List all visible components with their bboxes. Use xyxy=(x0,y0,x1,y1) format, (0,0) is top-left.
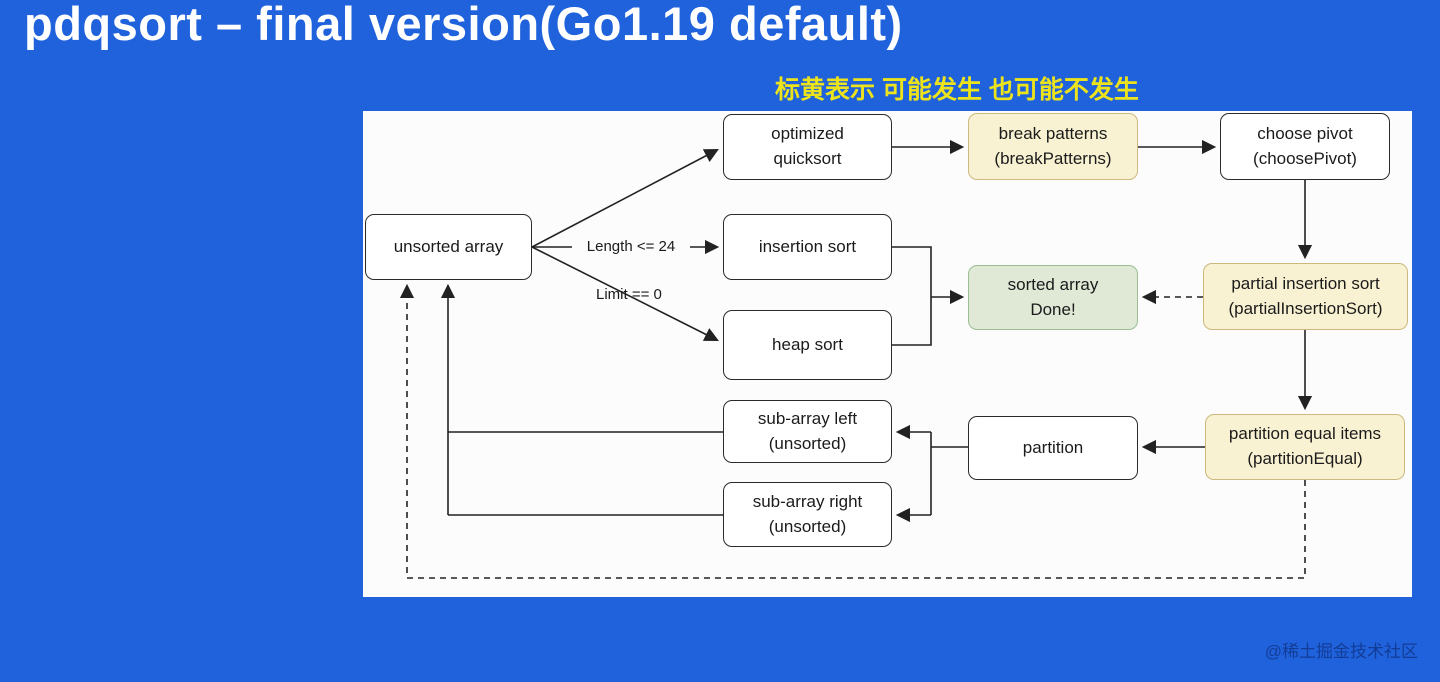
watermark: @稀土掘金技术社区 xyxy=(1264,642,1418,661)
node-sublabel: (partitionEqual) xyxy=(1247,449,1363,468)
node-sub-array-left: sub-array left (unsorted) xyxy=(723,400,892,463)
node-sublabel: (partialInsertionSort) xyxy=(1228,298,1383,318)
flowchart-connectors xyxy=(399,139,1313,579)
node-choose-pivot: choose pivot (choosePivot) xyxy=(1220,113,1390,180)
node-label: choose pivot xyxy=(1257,123,1353,143)
node-optimized-quicksort: optimized quicksort xyxy=(723,114,892,180)
node-label: sub-array right xyxy=(752,491,863,511)
node-label: sub-array left xyxy=(757,408,858,428)
node-label: partition xyxy=(1022,437,1084,457)
edge-label-limit-condition: Limit == 0 xyxy=(596,286,662,303)
node-label: partial insertion sort xyxy=(1231,273,1380,293)
node-sublabel: (unsorted) xyxy=(768,516,847,536)
node-partial-insertion-sort: partial insertion sort (partialInsertion… xyxy=(1203,263,1408,330)
node-sublabel: (unsorted) xyxy=(768,433,847,453)
node-label: insertion sort xyxy=(758,236,857,256)
node-label: partition equal items xyxy=(1228,424,1382,444)
node-label: unsorted array xyxy=(393,236,504,256)
node-partition: partition xyxy=(968,416,1138,480)
node-label: sorted array xyxy=(1007,274,1099,294)
node-sub-array-right: sub-array right (unsorted) xyxy=(723,482,892,547)
node-insertion-sort: insertion sort xyxy=(723,214,892,280)
highlight-legend-note: 标黄表示 可能发生 也可能不发生 xyxy=(775,76,1139,104)
node-sublabel: (choosePivot) xyxy=(1253,148,1357,168)
node-label: break patterns xyxy=(998,123,1108,143)
node-break-patterns: break patterns (breakPatterns) xyxy=(968,113,1138,180)
node-sorted-array-done: sorted array Done! xyxy=(968,265,1138,330)
node-label: heap sort xyxy=(772,334,843,354)
node-heap-sort: heap sort xyxy=(723,310,892,380)
node-sublabel: Done! xyxy=(1030,299,1076,319)
node-label: optimized quicksort xyxy=(771,124,844,168)
node-partition-equal-items: partition equal items (partitionEqual) xyxy=(1205,414,1405,480)
node-unsorted-array: unsorted array xyxy=(365,214,532,280)
slide-title: pdqsort – final version(Go1.19 default) xyxy=(24,0,903,50)
node-sublabel: (breakPatterns) xyxy=(994,148,1112,168)
flowchart-panel: unsorted array optimized quicksort break… xyxy=(363,111,1412,597)
edge-label-length-condition: Length <= 24 xyxy=(572,238,690,255)
